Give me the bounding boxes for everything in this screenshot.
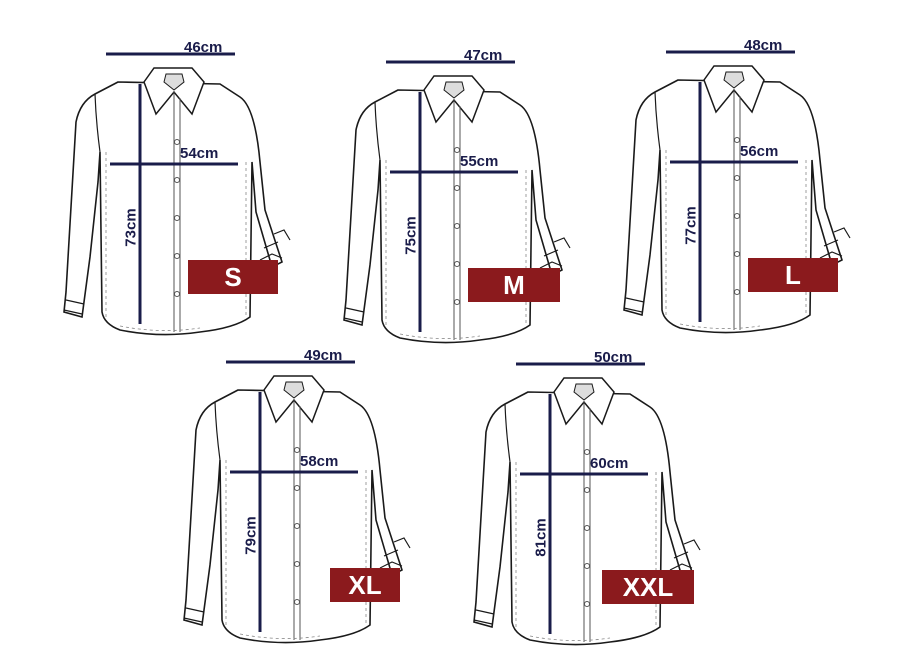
length-label: 75cm: [402, 216, 420, 255]
size-panel-xl: 49cm 58cm 79cm XL: [180, 348, 450, 670]
button-icons: [174, 139, 180, 297]
length-label: 73cm: [122, 208, 140, 247]
shirt-diagram: [623, 50, 851, 334]
button-icons: [584, 449, 590, 607]
size-panel-l: 48cm 56cm 77cm L: [620, 38, 890, 360]
shirt-diagram: [473, 362, 701, 646]
size-badge: L: [748, 258, 838, 292]
length-label: 77cm: [682, 206, 700, 245]
length-label: 79cm: [242, 516, 260, 555]
chest-label: 60cm: [590, 455, 629, 472]
shoulder-label: 47cm: [464, 47, 503, 64]
chest-label: 58cm: [300, 453, 339, 470]
chest-label: 54cm: [180, 145, 219, 162]
size-panel-s: 46cm 54cm 73cm S: [60, 40, 330, 362]
size-badge: XL: [330, 568, 400, 602]
button-icons: [294, 447, 300, 605]
size-panel-xxl: 50cm 60cm 81cm XXL: [470, 350, 740, 672]
button-icons: [454, 147, 460, 305]
shoulder-label: 48cm: [744, 37, 783, 54]
shirt-diagram: [63, 52, 291, 336]
size-panel-m: 47cm 55cm 75cm M: [340, 48, 610, 370]
button-icons: [734, 137, 740, 295]
length-label: 81cm: [532, 518, 550, 557]
chest-label: 56cm: [740, 143, 779, 160]
shirt-diagram: [343, 60, 571, 344]
shirt-diagram: [183, 360, 411, 644]
shoulder-label: 50cm: [594, 349, 633, 366]
shoulder-label: 49cm: [304, 347, 343, 364]
chest-label: 55cm: [460, 153, 499, 170]
size-badge: S: [188, 260, 278, 294]
size-badge: XXL: [602, 570, 694, 604]
size-badge: M: [468, 268, 560, 302]
shoulder-label: 46cm: [184, 39, 223, 56]
